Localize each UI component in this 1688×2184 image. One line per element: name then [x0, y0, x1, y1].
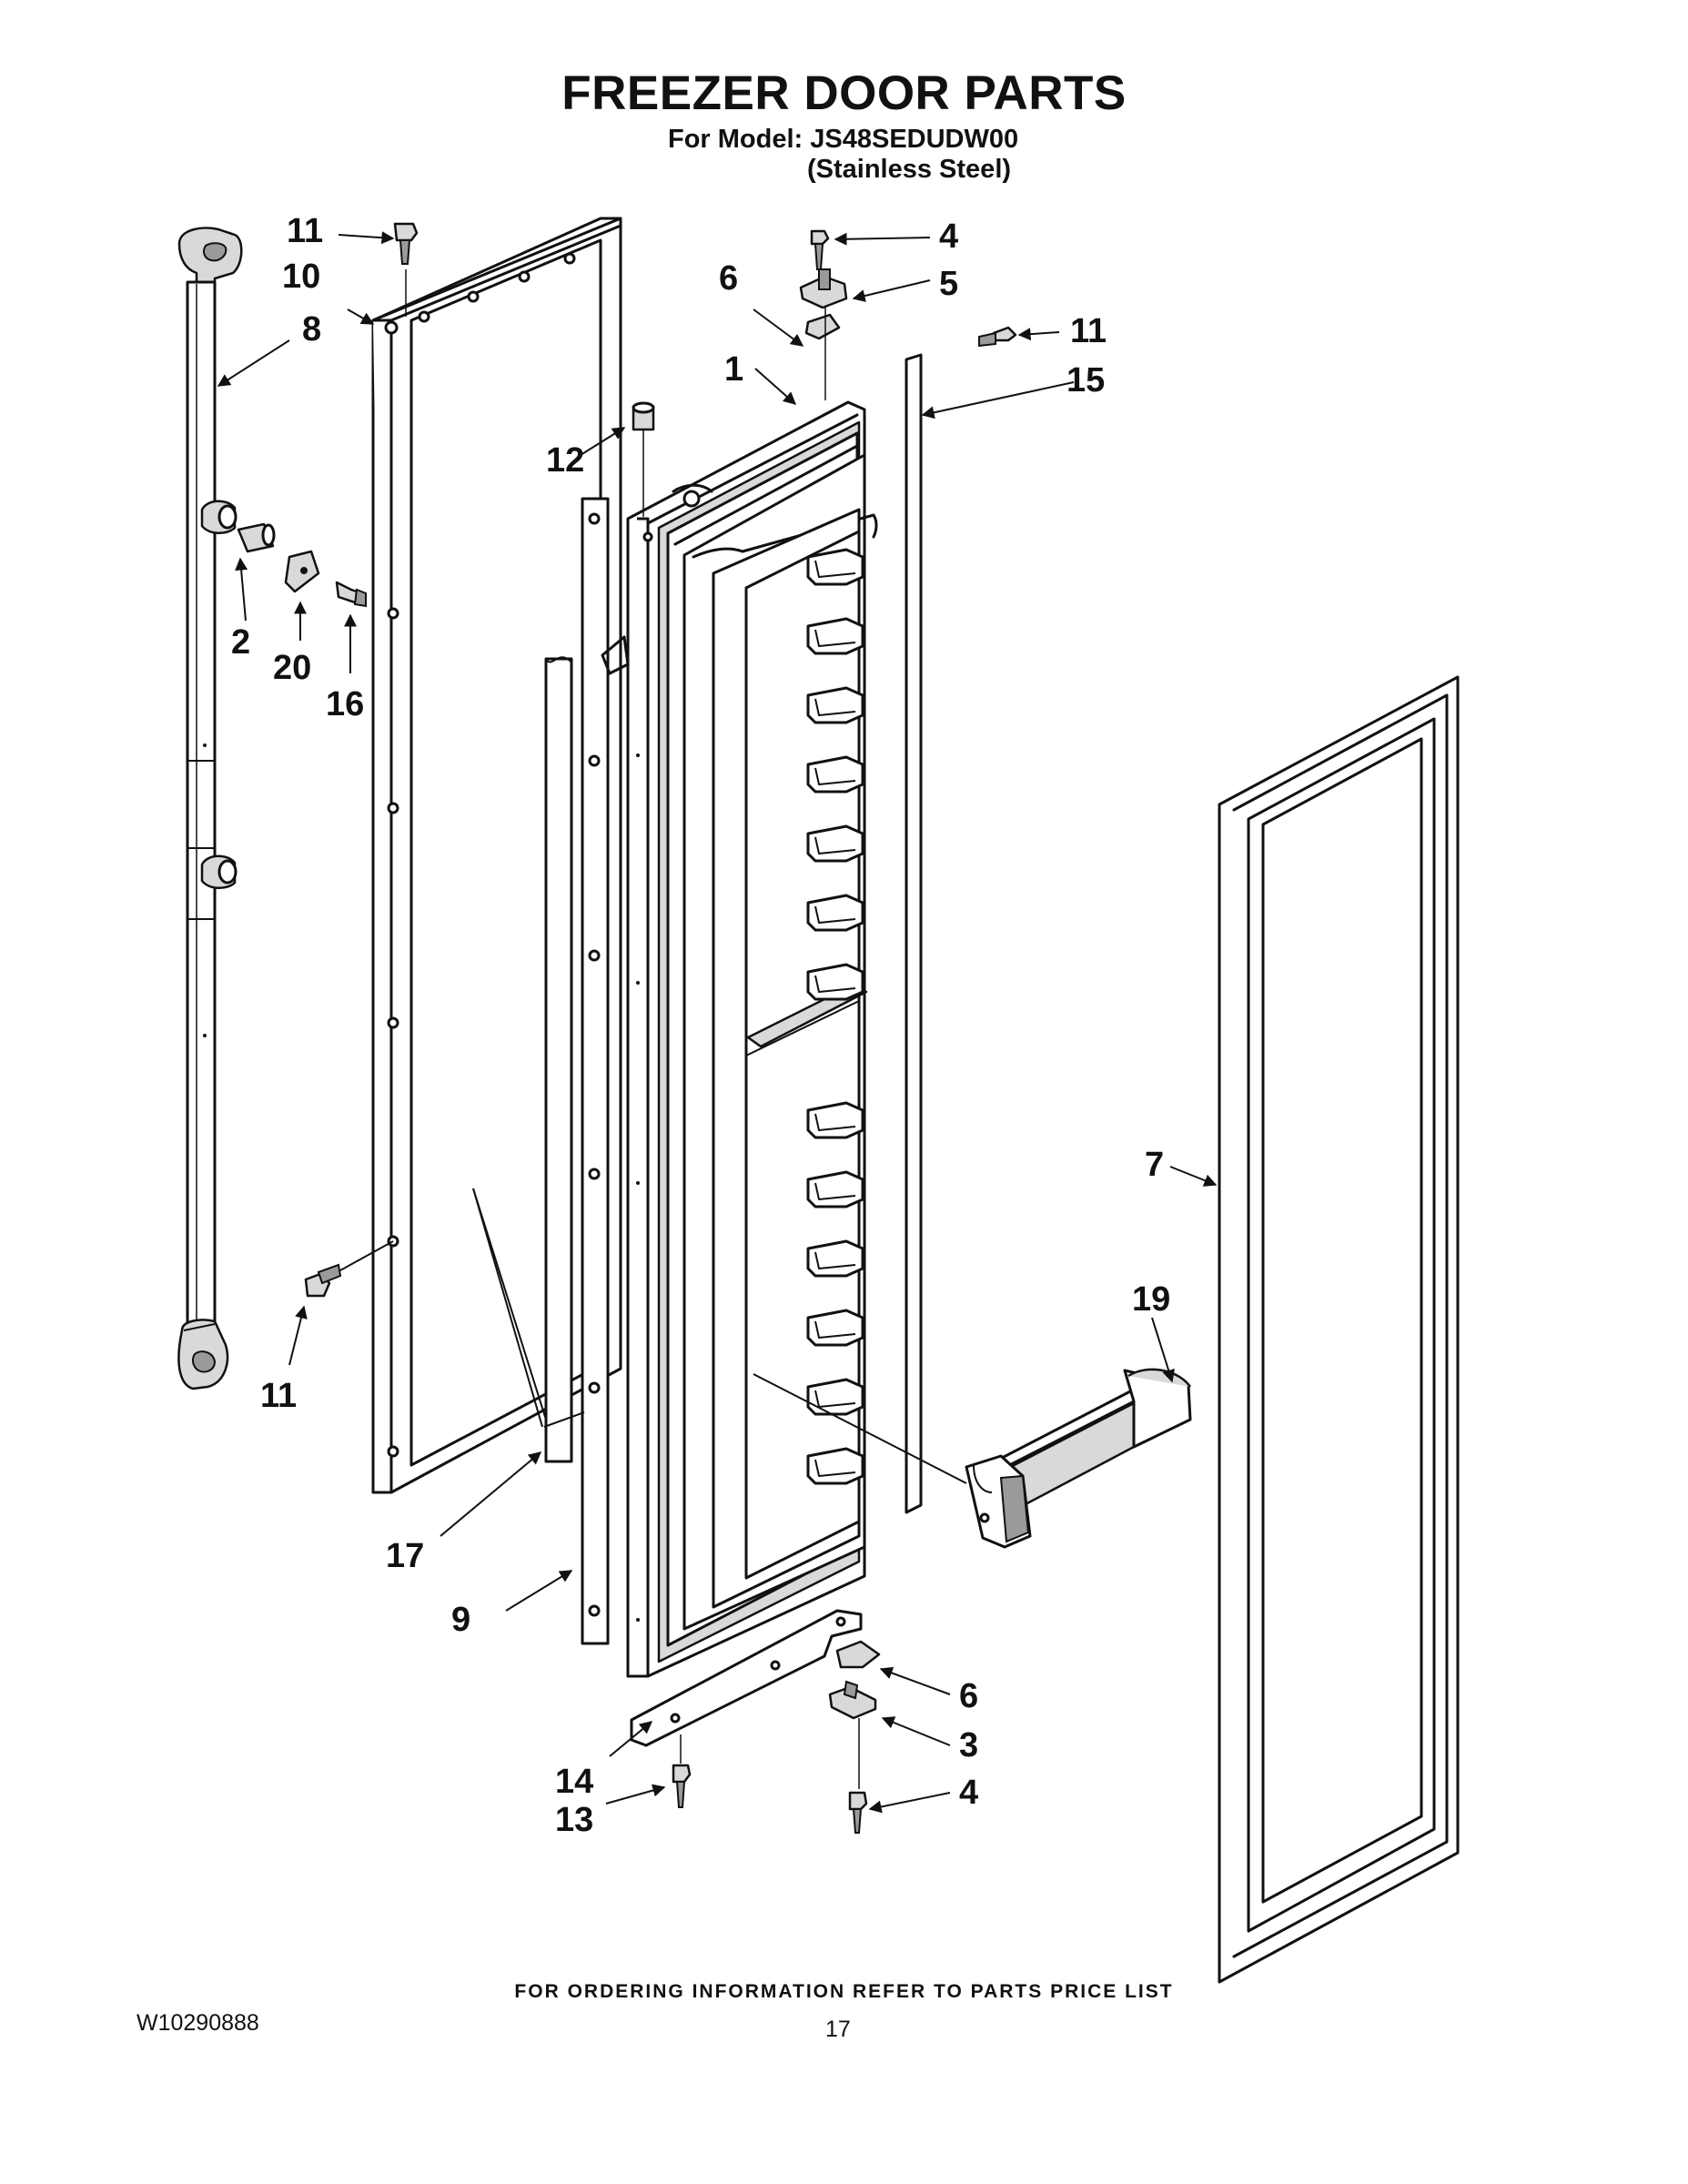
callout-6-top: 6 — [719, 259, 738, 298]
shelf-clip-detail — [814, 1459, 856, 1477]
callout-9: 9 — [451, 1601, 470, 1639]
right-trim-strip — [905, 326, 1017, 1514]
shelf-clip-detail — [814, 975, 856, 993]
callout-1: 1 — [724, 350, 743, 389]
ordering-note: FOR ORDERING INFORMATION REFER TO PARTS … — [514, 1981, 1174, 2002]
callout-12: 12 — [546, 441, 584, 480]
shelf-clip-detail — [814, 629, 856, 647]
shelf-clip — [806, 548, 864, 586]
shelf-clip — [806, 1447, 864, 1485]
shelf-clip-detail — [814, 767, 856, 785]
door-bin — [965, 1368, 1192, 1549]
top-hinge-hardware — [799, 229, 848, 400]
callout-labels: 11 10 8 4 6 5 11 1 15 12 2 20 16 7 19 11… — [231, 212, 1170, 1839]
shelf-clip — [806, 617, 864, 655]
callout-7: 7 — [1145, 1146, 1164, 1184]
lower-handle-screw — [304, 222, 419, 1298]
handle-part — [177, 227, 243, 1390]
shelf-clip — [806, 894, 864, 932]
callout-16: 16 — [326, 685, 364, 723]
callout-13: 13 — [555, 1801, 593, 1839]
shelf-clip-detail — [814, 1113, 856, 1131]
door-stop-bumper — [632, 401, 655, 517]
shelf-clip-detail — [814, 905, 856, 924]
callout-11-top: 11 — [287, 212, 323, 250]
shelf-clip-detail — [814, 1251, 856, 1269]
door-gasket — [1218, 675, 1460, 1984]
callout-10: 10 — [282, 258, 320, 296]
shelf-clip — [806, 1309, 864, 1347]
bottom-hinge-hardware — [630, 1609, 881, 1834]
callout-6-bottom: 6 — [959, 1677, 978, 1715]
leader-lines — [217, 231, 1218, 1814]
shelf-clip-detail — [814, 560, 856, 578]
side-trim — [544, 497, 630, 1645]
shelf-clip — [806, 963, 864, 1001]
shelf-clip — [806, 755, 864, 794]
callout-11-lower: 11 — [260, 1377, 297, 1415]
handle-mount-hardware — [237, 522, 367, 608]
shelf-clip — [806, 1101, 864, 1139]
callout-5: 5 — [939, 265, 958, 303]
page-number: 17 — [825, 2017, 851, 2042]
document-number: W10290888 — [136, 2010, 259, 2036]
page-title: FREEZER DOOR PARTS — [561, 66, 1127, 120]
callout-8: 8 — [302, 310, 321, 349]
callout-3: 3 — [959, 1726, 978, 1764]
shelf-clip-detail — [814, 836, 856, 854]
shelf-clip-detail — [814, 1182, 856, 1200]
callout-20: 20 — [273, 649, 311, 687]
callout-19: 19 — [1132, 1280, 1170, 1319]
callout-2: 2 — [231, 623, 250, 662]
shelf-clip — [806, 1239, 864, 1278]
callout-11-right: 11 — [1070, 312, 1107, 350]
shelf-clip — [806, 1170, 864, 1208]
shelf-clip — [806, 1378, 864, 1416]
model-line: For Model: JS48SEDUDW00 — [668, 125, 1019, 154]
shelf-clip — [806, 824, 864, 863]
callout-14: 14 — [555, 1763, 593, 1801]
callout-15: 15 — [1066, 361, 1105, 399]
door-shelf-clips — [806, 548, 864, 1485]
callout-17: 17 — [386, 1537, 424, 1575]
door-liner — [626, 400, 878, 1678]
shelf-clip — [806, 686, 864, 724]
shelf-clip-detail — [814, 698, 856, 716]
callout-4-top: 4 — [939, 217, 958, 256]
model-variant: (Stainless Steel) — [807, 155, 1012, 184]
callout-4-bottom: 4 — [959, 1774, 978, 1812]
shelf-clip-detail — [814, 1320, 856, 1339]
